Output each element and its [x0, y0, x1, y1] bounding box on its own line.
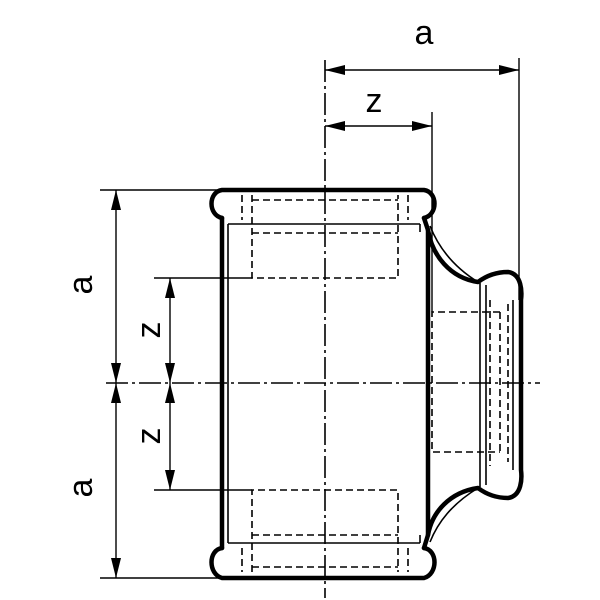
label-a-top: a — [415, 14, 434, 52]
label-a-upper-left: a — [62, 275, 100, 294]
dimension-lines — [100, 58, 520, 579]
arrow-a-upper-bottom — [111, 363, 121, 383]
dimension-labels: a z a z z a — [62, 14, 434, 497]
top-collar — [209, 187, 437, 221]
fitting-body — [209, 187, 524, 581]
arrow-z-upper-top — [165, 278, 175, 298]
arrow-a-top-left — [325, 65, 345, 75]
center-lines — [106, 60, 540, 598]
arrow-a-upper-top — [111, 190, 121, 210]
run-right-wall-lower — [421, 532, 431, 551]
label-z-top: z — [366, 82, 383, 120]
branch-thread — [431, 300, 509, 466]
arrow-z-lower-top — [165, 383, 175, 403]
branch-fillet-lower — [429, 487, 479, 543]
label-z-lower-left: z — [130, 428, 168, 445]
arrow-z-top-right — [412, 121, 432, 131]
label-a-lower-left: a — [62, 478, 100, 497]
arrow-z-top-left — [325, 121, 345, 131]
bottom-collar — [209, 545, 437, 581]
arrow-a-lower-top — [111, 383, 121, 403]
arrow-z-lower-bottom — [165, 470, 175, 490]
arrow-a-lower-bottom — [111, 558, 121, 578]
arrow-z-upper-bottom — [165, 363, 175, 383]
arrow-a-top-right — [499, 65, 519, 75]
label-z-upper-left: z — [130, 322, 168, 339]
